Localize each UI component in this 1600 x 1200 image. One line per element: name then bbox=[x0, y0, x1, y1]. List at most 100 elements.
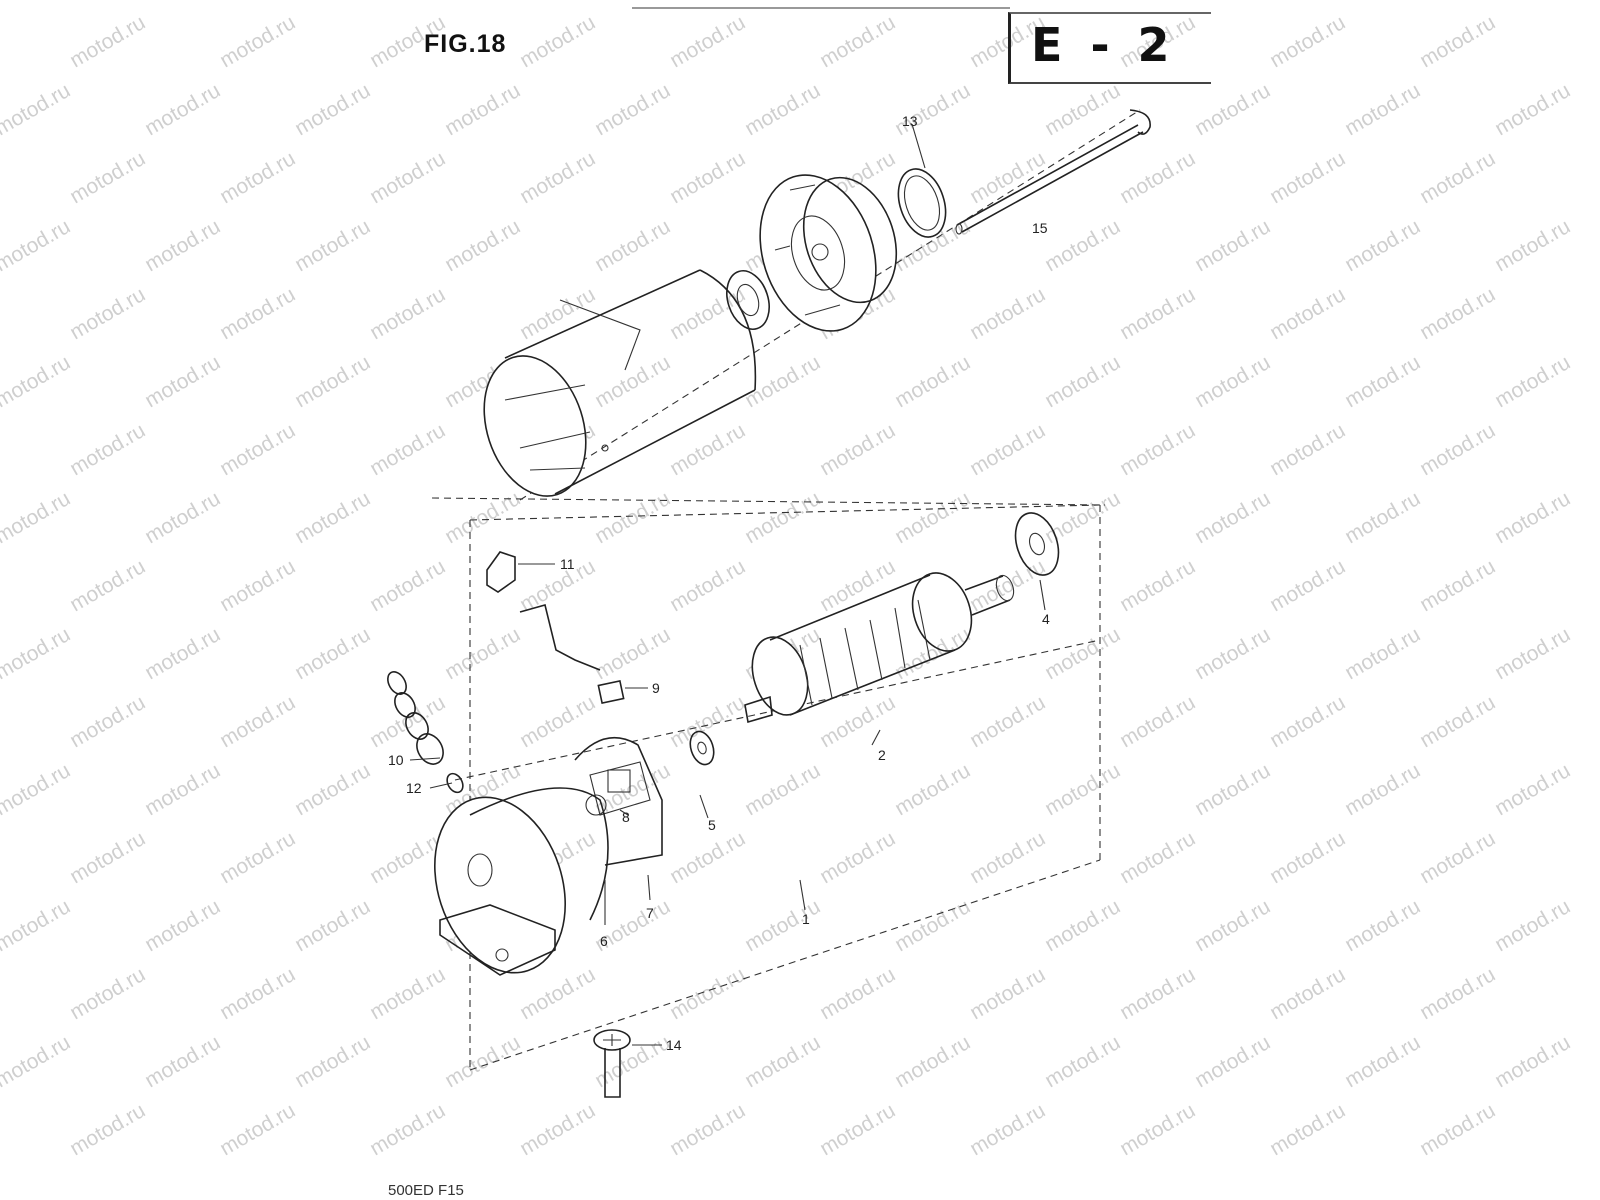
watermark-text: motod.ru bbox=[1341, 487, 1424, 548]
section-code-box: E - 2 bbox=[1008, 12, 1211, 84]
watermark-text: motod.ru bbox=[441, 0, 524, 4]
watermark-text: motod.ru bbox=[0, 487, 74, 548]
watermark-text: motod.ru bbox=[516, 11, 599, 72]
watermark-text: motod.ru bbox=[141, 623, 224, 684]
watermark-text: motod.ru bbox=[1041, 1031, 1124, 1092]
watermark-text: motod.ru bbox=[516, 283, 599, 344]
watermark-text: motod.ru bbox=[591, 623, 674, 684]
watermark-text: motod.ru bbox=[291, 759, 374, 820]
watermark-text: motod.ru bbox=[1341, 895, 1424, 956]
watermark-text: motod.ru bbox=[816, 555, 899, 616]
watermark-text: motod.ru bbox=[1191, 0, 1274, 4]
watermark-text: motod.ru bbox=[741, 895, 824, 956]
watermark-text: motod.ru bbox=[1341, 1031, 1424, 1092]
watermark-text: motod.ru bbox=[966, 419, 1049, 480]
callout-1: 1 bbox=[802, 911, 810, 927]
watermark-text: motod.ru bbox=[1416, 1099, 1499, 1160]
watermark-text: motod.ru bbox=[591, 215, 674, 276]
watermark-text: motod.ru bbox=[741, 79, 824, 140]
watermark-text: motod.ru bbox=[1266, 555, 1349, 616]
watermark-text: motod.ru bbox=[1416, 691, 1499, 752]
watermark-text: motod.ru bbox=[816, 419, 899, 480]
watermark-text: motod.ru bbox=[1191, 351, 1274, 412]
watermark-text: motod.ru bbox=[1041, 79, 1124, 140]
watermark-text: motod.ru bbox=[516, 691, 599, 752]
callout-11: 11 bbox=[560, 556, 575, 572]
watermark-text: motod.ru bbox=[1416, 963, 1499, 1024]
watermark-text: motod.ru bbox=[141, 895, 224, 956]
watermark-text: motod.ru bbox=[966, 691, 1049, 752]
watermark-text: motod.ru bbox=[366, 283, 449, 344]
watermark-text: motod.ru bbox=[666, 555, 749, 616]
armature-part bbox=[744, 572, 1015, 724]
watermark-text: motod.ru bbox=[366, 555, 449, 616]
watermark-text: motod.ru bbox=[666, 963, 749, 1024]
watermark-text: motod.ru bbox=[1491, 759, 1574, 820]
watermark-text: motod.ru bbox=[516, 963, 599, 1024]
watermark-layer: motod.ru motod.ru motod.ru motod.ru motod.ru… bbox=[0, 0, 1574, 1160]
watermark-text: motod.ru bbox=[1416, 827, 1499, 888]
watermark-text: motod.ru bbox=[1041, 0, 1124, 4]
watermark-text: motod.ru bbox=[0, 895, 74, 956]
section-code: E - 2 bbox=[1031, 18, 1176, 72]
watermark-text: motod.ru bbox=[1341, 215, 1424, 276]
watermark-text: motod.ru bbox=[1116, 1099, 1199, 1160]
watermark-text: motod.ru bbox=[441, 215, 524, 276]
watermark-text: motod.ru bbox=[141, 79, 224, 140]
watermark-text: motod.ru bbox=[1041, 351, 1124, 412]
watermark-text: motod.ru bbox=[366, 963, 449, 1024]
watermark-text: motod.ru bbox=[1116, 147, 1199, 208]
watermark-text: motod.ru bbox=[666, 691, 749, 752]
watermark-text: motod.ru bbox=[966, 147, 1049, 208]
watermark-text: motod.ru bbox=[591, 79, 674, 140]
watermark-text: motod.ru bbox=[141, 1031, 224, 1092]
watermark-text: motod.ru bbox=[891, 215, 974, 276]
watermark-text: motod.ru bbox=[516, 1099, 599, 1160]
watermark-text: motod.ru bbox=[1416, 419, 1499, 480]
watermark-text: motod.ru bbox=[66, 147, 149, 208]
watermark-text: motod.ru bbox=[1341, 623, 1424, 684]
callout-2: 2 bbox=[878, 747, 886, 763]
watermark-text: motod.ru bbox=[591, 351, 674, 412]
watermark-text: motod.ru bbox=[966, 283, 1049, 344]
watermark-text: motod.ru bbox=[816, 963, 899, 1024]
watermark-text: motod.ru bbox=[366, 419, 449, 480]
callout-6: 6 bbox=[600, 933, 608, 949]
watermark-text: motod.ru bbox=[1191, 215, 1274, 276]
callout-7: 7 bbox=[646, 905, 654, 921]
watermark-text: motod.ru bbox=[1116, 419, 1199, 480]
watermark-text: motod.ru bbox=[1416, 147, 1499, 208]
watermark-text: motod.ru bbox=[0, 351, 74, 412]
watermark-text: motod.ru bbox=[1416, 283, 1499, 344]
watermark-text: motod.ru bbox=[816, 827, 899, 888]
watermark-text: motod.ru bbox=[1116, 283, 1199, 344]
callout-4: 4 bbox=[1042, 611, 1050, 627]
watermark-text: motod.ru bbox=[366, 1099, 449, 1160]
watermark-text: motod.ru bbox=[591, 0, 674, 4]
watermark-text: motod.ru bbox=[216, 147, 299, 208]
watermark-text: motod.ru bbox=[1491, 623, 1574, 684]
watermark-text: motod.ru bbox=[666, 419, 749, 480]
watermark-text: motod.ru bbox=[216, 419, 299, 480]
watermark-text: motod.ru bbox=[891, 79, 974, 140]
watermark-text: motod.ru bbox=[0, 1031, 74, 1092]
watermark-text: motod.ru bbox=[966, 963, 1049, 1024]
watermark-text: motod.ru bbox=[1416, 555, 1499, 616]
watermark-text: motod.ru bbox=[1191, 623, 1274, 684]
watermark-text: motod.ru bbox=[1266, 963, 1349, 1024]
watermark-text: motod.ru bbox=[0, 79, 74, 140]
watermark-text: motod.ru bbox=[516, 147, 599, 208]
watermark-text: motod.ru bbox=[141, 351, 224, 412]
watermark-text: motod.ru bbox=[216, 555, 299, 616]
watermark-text: motod.ru bbox=[1116, 691, 1199, 752]
watermark-text: motod.ru bbox=[1191, 895, 1274, 956]
watermark-text: motod.ru bbox=[1191, 487, 1274, 548]
watermark-text: motod.ru bbox=[1491, 895, 1574, 956]
watermark-text: motod.ru bbox=[0, 0, 74, 4]
watermark-text: motod.ru bbox=[666, 1099, 749, 1160]
watermark-text: motod.ru bbox=[141, 759, 224, 820]
watermark-text: motod.ru bbox=[0, 623, 74, 684]
watermark-text: motod.ru bbox=[891, 487, 974, 548]
watermark-text: motod.ru bbox=[1041, 215, 1124, 276]
watermark-text: motod.ru bbox=[1041, 623, 1124, 684]
